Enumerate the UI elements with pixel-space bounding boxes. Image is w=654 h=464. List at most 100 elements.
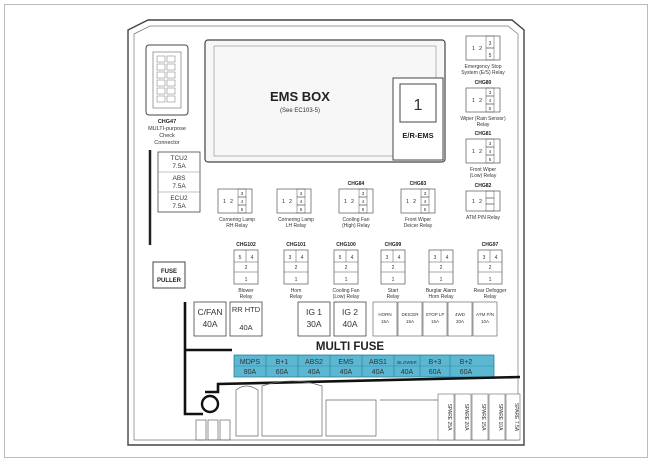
relay-chg100-label-1: Cooling Fan bbox=[333, 288, 360, 294]
connector-line-2: MULTI-purpose bbox=[148, 126, 186, 132]
fuse-abs-name: ABS bbox=[172, 175, 186, 182]
svg-text:2: 2 bbox=[245, 265, 248, 271]
svg-text:4: 4 bbox=[489, 149, 492, 154]
spare-15a: SPARE 15A bbox=[480, 404, 486, 432]
ems-relay-number: 1 bbox=[414, 97, 423, 114]
svg-text:2: 2 bbox=[392, 265, 395, 271]
relay-chg83-label-2: Deicer Relay bbox=[404, 223, 433, 229]
svg-text:4: 4 bbox=[300, 199, 303, 204]
fuse-ig2-rating: 40A bbox=[342, 319, 357, 329]
svg-text:2: 2 bbox=[289, 199, 292, 205]
svg-text:5: 5 bbox=[362, 207, 365, 212]
svg-text:3: 3 bbox=[489, 90, 492, 95]
multi-fuse-block: MDPS 80A B+1 60A ABS2 40A EMS 40A ABS1 4… bbox=[233, 354, 495, 378]
relay-chg81-label-1: Front Wiper bbox=[470, 167, 496, 173]
svg-text:4: 4 bbox=[424, 199, 427, 204]
relay-chg101-label-1: Horn bbox=[291, 288, 302, 294]
mf-blower-rating: 40A bbox=[401, 369, 414, 376]
relay-chg97-code: CHG97 bbox=[482, 242, 499, 248]
mf-b1-rating: 60A bbox=[276, 369, 289, 376]
relay-chg99-label-1: Start bbox=[388, 288, 399, 294]
housing-inner-outline bbox=[133, 25, 519, 441]
relay-chg81-code: CHG81 bbox=[475, 131, 492, 137]
relay-chg99-code: CHG99 bbox=[385, 242, 402, 248]
svg-text:3: 3 bbox=[424, 191, 427, 196]
relay-chg100-label-2: (Low) Relay bbox=[333, 294, 360, 300]
relay-cornering-rh-label-1: Cornering Lamp bbox=[219, 217, 255, 223]
relay-chg82-code: CHG82 bbox=[475, 183, 492, 189]
relay-chg80-label-2: Relay bbox=[477, 122, 490, 128]
er-ems-label: E/R-EMS bbox=[402, 131, 433, 140]
svg-text:3: 3 bbox=[300, 191, 303, 196]
mf-b1-name: B+1 bbox=[276, 359, 289, 366]
fuse-atmpn-rating: 10A bbox=[481, 319, 489, 324]
connector-line-1: CHG47 bbox=[158, 119, 176, 125]
svg-text:2: 2 bbox=[479, 46, 482, 52]
relay-chg80-code: CHG80 bbox=[475, 80, 492, 86]
relay-chg101-code: CHG101 bbox=[286, 242, 306, 248]
relay-chg82-label-1: ATM P/N Relay bbox=[466, 215, 501, 221]
bus-bar-wire bbox=[183, 302, 521, 416]
diagram-frame bbox=[4, 4, 648, 458]
mf-mdps-rating: 80A bbox=[244, 369, 257, 376]
svg-text:1: 1 bbox=[245, 277, 248, 283]
relay-chg100-code: CHG100 bbox=[336, 242, 356, 248]
svg-text:4: 4 bbox=[251, 255, 254, 261]
svg-text:3: 3 bbox=[483, 255, 486, 261]
svg-text:3: 3 bbox=[362, 191, 365, 196]
svg-text:1: 1 bbox=[489, 277, 492, 283]
relay-es-label-1: Emergency Stop bbox=[465, 64, 502, 70]
svg-text:4: 4 bbox=[241, 199, 244, 204]
fuse-atmpn-name: ATM P/N bbox=[476, 312, 494, 317]
bus-bar-loop bbox=[200, 394, 220, 414]
svg-text:1: 1 bbox=[392, 277, 395, 283]
svg-text:2: 2 bbox=[295, 265, 298, 271]
spare-fuses: SPARE 25A SPARE 20A SPARE 15A SPARE 10A … bbox=[437, 393, 521, 441]
mf-abs1-name: ABS1 bbox=[369, 359, 387, 366]
svg-text:4: 4 bbox=[495, 255, 498, 261]
fuse-ecu2-name: ECU2 bbox=[170, 195, 188, 202]
relay-chg102-code: CHG102 bbox=[236, 242, 256, 248]
relay-chg102-label-1: Blower bbox=[238, 288, 254, 294]
spare-20a: SPARE 20A bbox=[463, 404, 469, 432]
relay-chg81-label-2: (Low) Relay bbox=[470, 173, 497, 179]
svg-text:4: 4 bbox=[362, 199, 365, 204]
relay-cornering-lh-label-2: LH Relay bbox=[286, 223, 307, 229]
svg-text:5: 5 bbox=[489, 53, 492, 59]
fuse-deicer-rating: 15A bbox=[406, 319, 414, 324]
fuse-4wd-name: 4WD bbox=[455, 312, 466, 317]
svg-text:2: 2 bbox=[479, 199, 482, 205]
svg-text:4: 4 bbox=[301, 255, 304, 261]
ems-box-subtitle: (See EC103-5) bbox=[280, 108, 320, 114]
svg-text:4: 4 bbox=[398, 255, 401, 261]
fuse-ig1-name: IG 1 bbox=[306, 307, 322, 317]
svg-text:3: 3 bbox=[489, 41, 492, 47]
fuse-cfan-rating: 40A bbox=[202, 319, 217, 329]
svg-text:4: 4 bbox=[446, 255, 449, 261]
connector-line-3: Check bbox=[159, 133, 175, 139]
relay-chg97-label-2: Relay bbox=[484, 294, 497, 300]
svg-text:3: 3 bbox=[241, 191, 244, 196]
fuse-ig1-rating: 30A bbox=[306, 319, 321, 329]
relay-chg99-label-2: Relay bbox=[387, 294, 400, 300]
mf-abs1-rating: 40A bbox=[372, 369, 385, 376]
fuse-puller-line-1: FUSE bbox=[161, 269, 177, 275]
fuse-puller-line-2: PULLER bbox=[157, 278, 182, 284]
svg-text:3: 3 bbox=[289, 255, 292, 261]
relay-chg83-label-1: Front Wiper bbox=[405, 217, 431, 223]
svg-text:2: 2 bbox=[440, 265, 443, 271]
svg-text:2: 2 bbox=[479, 98, 482, 104]
svg-text:2: 2 bbox=[230, 199, 233, 205]
fuse-tcu2-name: TCU2 bbox=[171, 155, 188, 162]
svg-text:3: 3 bbox=[489, 141, 492, 146]
